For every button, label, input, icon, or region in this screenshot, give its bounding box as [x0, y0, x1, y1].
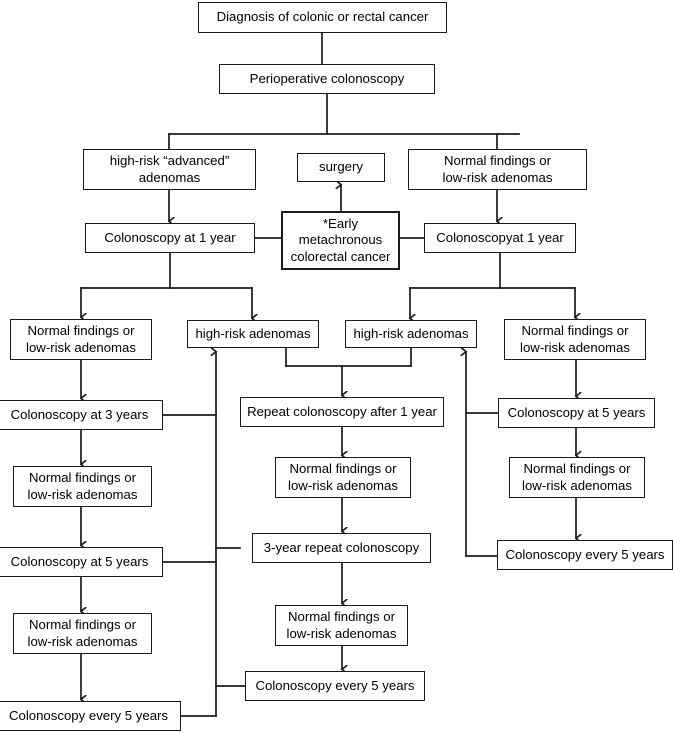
node-normal-low-L: Normal findings or low-risk adenomas	[10, 319, 152, 360]
node-normal-low-top: Normal findings or low-risk adenomas	[408, 149, 587, 190]
node-high-risk-adv: high-risk “advanced” adenomas	[83, 149, 256, 190]
node-colo-5yr-R: Colonoscopy at 5 years	[498, 398, 655, 428]
node-periop: Perioperative colonoscopy	[219, 64, 435, 94]
node-colo-every5-L: Colonoscopy every 5 years	[0, 701, 181, 731]
node-normal-low-C2: Normal findings or low-risk adenomas	[275, 457, 411, 498]
node-diagnosis: Diagnosis of colonic or rectal cancer	[198, 2, 447, 33]
node-high-risk-CL: high-risk adenomas	[187, 320, 319, 348]
node-early-meta: *Early metachronous colorectal cancer	[281, 211, 400, 270]
node-normal-low-C3: Normal findings or low-risk adenomas	[275, 605, 408, 646]
node-colo-1yr-right: Colonoscopyat 1 year	[424, 223, 576, 253]
node-repeat-3yr-C: 3-year repeat colonoscopy	[252, 533, 431, 563]
node-repeat-1yr-C: Repeat colonoscopy after 1 year	[240, 397, 444, 427]
node-colo-5yr-L: Colonoscopy at 5 years	[0, 547, 163, 577]
node-colo-1yr-left: Colonoscopy at 1 year	[85, 223, 255, 253]
node-normal-low-L3: Normal findings or low-risk adenomas	[13, 613, 152, 654]
node-normal-low-R2: Normal findings or low-risk adenomas	[509, 457, 645, 498]
node-colo-3yr-L: Colonoscopy at 3 years	[0, 400, 163, 430]
node-high-risk-CR: high-risk adenomas	[345, 320, 477, 348]
node-normal-low-R: Normal findings or low-risk adenomas	[504, 319, 646, 360]
node-colo-every5-R: Colonoscopy every 5 years	[497, 540, 673, 570]
node-normal-low-L2: Normal findings or low-risk adenomas	[13, 466, 152, 507]
node-colo-every5-C: Colonoscopy every 5 years	[245, 671, 425, 701]
node-surgery: surgery	[297, 153, 385, 182]
